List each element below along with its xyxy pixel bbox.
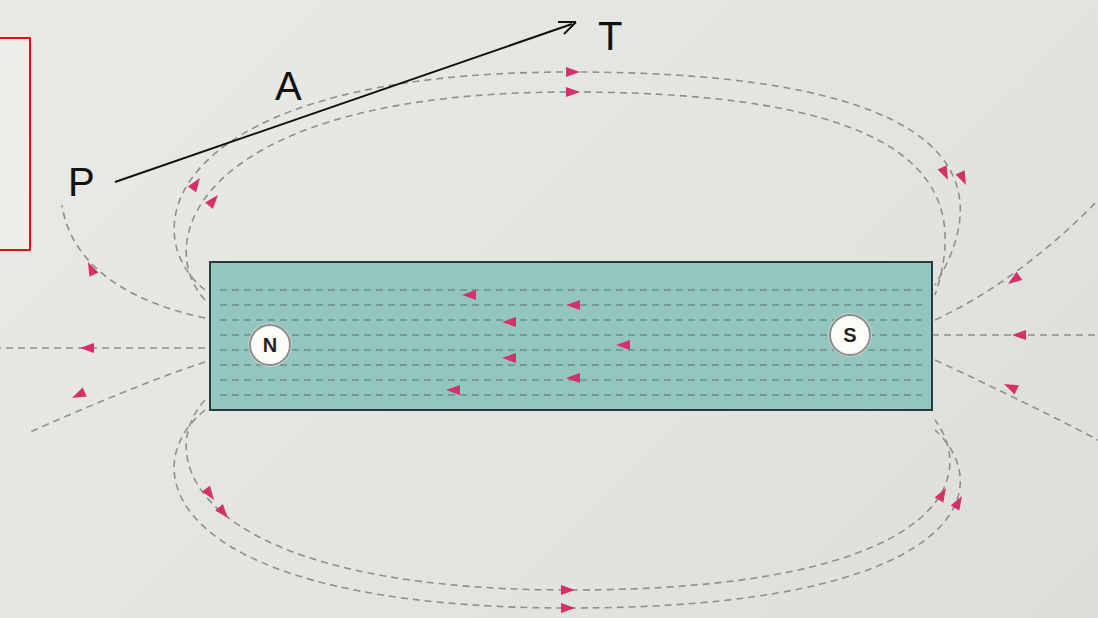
red-box — [0, 38, 30, 250]
inner-field-lines — [220, 290, 922, 395]
bar-magnet — [210, 262, 932, 410]
south-pole-circle: S — [829, 314, 871, 356]
point-label: P — [68, 162, 95, 202]
pole-letter: N — [263, 335, 277, 355]
arrow-tip-label: T — [598, 16, 622, 56]
north-pole-circle: N — [249, 324, 291, 366]
pole-letter: S — [843, 325, 856, 345]
arrow-label: A — [275, 66, 302, 106]
pointer-arrow — [115, 22, 576, 182]
field-lines — [0, 72, 1098, 608]
